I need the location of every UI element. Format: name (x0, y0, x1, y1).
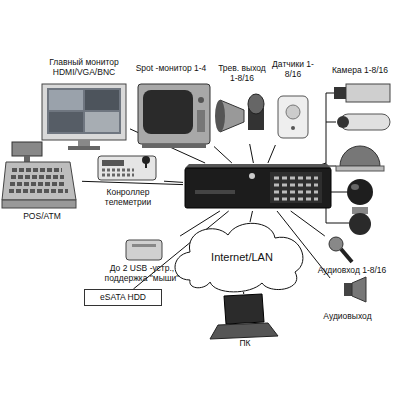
node-label: До 2 USB -устр., поддержка "мыши" (98, 264, 186, 284)
node-label: Конроллер телеметрии (92, 188, 164, 208)
node-label: Internet/LAN (172, 251, 312, 264)
pos-display (12, 142, 42, 156)
audio-output: Аудиовыход (310, 278, 385, 322)
pos-keys (9, 170, 68, 191)
screen-tile (49, 112, 83, 132)
speaker-cone (352, 277, 366, 302)
pc-laptop: ПК (210, 294, 280, 349)
tv-body (138, 84, 210, 144)
connector-line (82, 181, 183, 184)
camera: Камера 1-8/16 (320, 66, 400, 236)
monitor-stand (78, 140, 90, 146)
dome-base (336, 166, 384, 171)
laptop-base (210, 323, 278, 339)
sensor-lens (286, 105, 300, 119)
dvr-body (185, 168, 331, 208)
controller-body (98, 156, 156, 180)
pos-drawer (2, 200, 76, 208)
pos-post (24, 156, 30, 162)
dvr-slot (195, 190, 235, 194)
ptz-camera (349, 213, 371, 235)
screen-tile (85, 112, 119, 132)
speed-dome (347, 179, 373, 205)
siren-mouth (215, 100, 225, 132)
tv-panel (197, 110, 205, 132)
usb-slot (132, 244, 156, 247)
ptz-mount (352, 207, 368, 214)
monitor-screen (47, 88, 121, 134)
connector-line (250, 211, 253, 222)
connector-line (214, 147, 232, 164)
laptop-screen (224, 294, 264, 324)
usb-device: До 2 USB -устр., поддержка "мыши" (98, 236, 186, 284)
connector-line (164, 181, 183, 182)
box-camera (346, 84, 390, 102)
joystick-knob (142, 156, 150, 164)
main-monitor: Главный монитор HDMI/VGA/BNC (38, 58, 130, 158)
node-label: Камера 1-8/16 (320, 66, 400, 76)
node-label: POS/ATM (2, 212, 82, 222)
sensor-led (291, 126, 295, 130)
sensor-body (278, 96, 308, 138)
node-label: Spot -монитор 1-4 (128, 64, 214, 74)
node-label: Главный монитор HDMI/VGA/BNC (38, 58, 130, 78)
beacon-dome (248, 94, 264, 114)
tv-screen (143, 90, 193, 134)
connector-line (268, 145, 276, 163)
node-label: ПК (210, 339, 280, 349)
dvr-top (185, 164, 331, 168)
connector-line (291, 211, 325, 236)
pos-body (2, 162, 76, 200)
audio-input: Аудиовход 1-8/16 (308, 236, 396, 276)
node-label: Аудиовыход (310, 312, 385, 322)
node-label: Датчики 1-8/16 (270, 60, 316, 80)
dome-camera (340, 146, 380, 166)
camera-lens (334, 87, 346, 99)
connector-line (243, 292, 244, 294)
screen-tile (85, 90, 119, 110)
network-cloud: Internet/LAN (172, 222, 312, 292)
monitor-body (42, 84, 126, 140)
camera-lens (337, 116, 349, 128)
node-label: eSATA HDD (85, 293, 161, 303)
connector-line (250, 144, 254, 163)
usb-device (126, 240, 162, 260)
sensor: Датчики 1-8/16 (270, 60, 316, 145)
speaker-magnet (344, 283, 352, 296)
telemetry-controller: Конроллер телеметрии (92, 150, 164, 208)
node-label: Трев. выход 1-8/16 (214, 64, 270, 84)
controller-keys (102, 170, 134, 175)
dvr-keypad (274, 178, 318, 199)
mic-head (329, 237, 343, 251)
dome-highlight (351, 184, 359, 190)
tv-base (142, 144, 206, 148)
dvr-unit (183, 163, 333, 211)
dvr-logo (249, 173, 255, 179)
alarm-output: Трев. выход 1-8/16 (214, 64, 270, 144)
monitor-base (68, 146, 100, 150)
node-label: Аудиовход 1-8/16 (308, 266, 396, 276)
pos-terminal: POS/ATM (2, 138, 82, 222)
esata-box: eSATA HDD (84, 289, 162, 306)
screen-tile (49, 90, 83, 110)
spot-monitor: Spot -монитор 1-4 (128, 64, 214, 150)
tv-knob (198, 97, 204, 103)
controller-display (102, 160, 124, 166)
mic-handle (341, 249, 352, 262)
dvr-panel (270, 172, 322, 203)
